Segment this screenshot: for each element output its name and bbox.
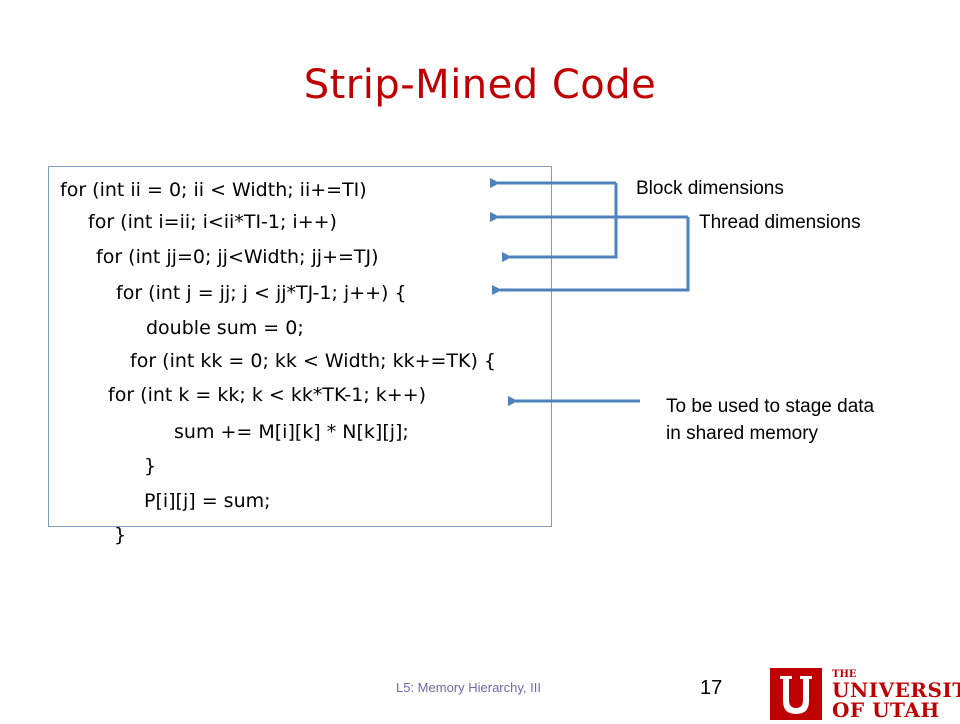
stage-data-label-line1: To be used to stage data — [666, 396, 875, 417]
code-line-4: for (int j = jj; j < jj*TJ-1; j++) { — [116, 282, 407, 304]
stage-data-label-line2: in shared memory — [666, 423, 819, 444]
thread-dimensions-label: Thread dimensions — [699, 212, 861, 233]
logo-university: UNIVERSITY — [832, 678, 960, 702]
logo-the: THE — [832, 669, 857, 680]
thread-bracket — [492, 217, 690, 295]
code-line-10: P[i][j] = sum; — [144, 490, 271, 512]
code-line-11: } — [114, 524, 127, 546]
footer-text: L5: Memory Hierarchy, III — [396, 680, 541, 695]
slide-title: Strip-Mined Code — [303, 62, 657, 108]
code-line-8: sum += M[i][k] * N[k][j]; — [174, 421, 409, 443]
code-line-2: for (int i=ii; i<ii*TI-1; i++) — [88, 211, 337, 233]
u-logo-icon — [770, 668, 822, 720]
block-bracket — [502, 183, 618, 262]
block-dimensions-label: Block dimensions — [636, 178, 784, 199]
university-logo: THE UNIVERSITY OF UTAH — [770, 668, 960, 720]
logo-wordmark: THE UNIVERSITY OF UTAH — [832, 669, 960, 722]
page-number: 17 — [700, 677, 723, 699]
code-line-7: for (int k = kk; k < kk*TK-1; k++) — [108, 384, 427, 406]
code-box — [48, 166, 552, 527]
code-line-1: for (int ii = 0; ii < Width; ii+=TI) — [60, 179, 367, 201]
code-line-5: double sum = 0; — [146, 317, 304, 339]
code-line-9: } — [144, 455, 157, 477]
logo-of-utah: OF UTAH — [832, 698, 940, 722]
code-line-3: for (int jj=0; jj<Width; jj+=TJ) — [96, 246, 379, 268]
code-line-6: for (int kk = 0; kk < Width; kk+=TK) { — [130, 350, 497, 372]
